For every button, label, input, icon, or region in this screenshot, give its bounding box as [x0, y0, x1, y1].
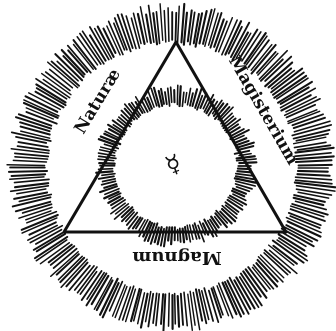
inner-ray [171, 227, 172, 244]
inner-ray [99, 176, 114, 178]
outer-ray [169, 293, 170, 326]
outer-ray [7, 165, 44, 166]
inner-ray [171, 87, 172, 102]
inner-ray [198, 225, 204, 241]
inner-ray [99, 153, 115, 156]
outer-ray [9, 171, 47, 172]
outer-ray [15, 157, 48, 159]
outer-ray [184, 292, 187, 325]
outer-ray [178, 6, 180, 43]
outer-ray [168, 8, 169, 41]
outer-ray [298, 171, 328, 172]
outer-ray [12, 174, 46, 176]
outer-ray [141, 294, 148, 328]
outer-ray [178, 296, 179, 327]
outer-ray [37, 88, 66, 105]
outer-ray [299, 165, 332, 166]
inner-ray [185, 93, 186, 103]
outer-ray [15, 153, 48, 156]
outer-ray [181, 294, 183, 325]
inner-ray [168, 88, 170, 106]
outer-ray [296, 177, 332, 180]
outer-ray [13, 160, 46, 162]
outer-ray [265, 250, 290, 273]
outer-ray [161, 294, 163, 324]
outer-ray [175, 13, 176, 42]
outer-ray [10, 177, 44, 179]
inner-ray [102, 174, 115, 176]
inner-ray [168, 227, 169, 240]
outer-ray [164, 11, 166, 42]
outer-ray [138, 14, 145, 44]
inner-ray [180, 86, 181, 106]
outer-ray [296, 160, 332, 162]
outer-ray [175, 294, 176, 324]
inner-ray [239, 162, 256, 163]
outer-ray [163, 294, 165, 330]
inner-ray [237, 156, 255, 158]
outer-ray [15, 179, 50, 182]
outer-ray [297, 174, 329, 176]
inner-ray [180, 228, 181, 242]
inner-ray [182, 92, 183, 106]
outer-ray [30, 226, 62, 243]
outer-ray [160, 4, 163, 41]
outer-ray [246, 269, 267, 297]
label-magnum: Magnum [132, 247, 221, 268]
mercury-symbol-icon: ☿ [161, 148, 185, 180]
inner-ray [165, 92, 167, 104]
inner-ray [99, 163, 114, 164]
